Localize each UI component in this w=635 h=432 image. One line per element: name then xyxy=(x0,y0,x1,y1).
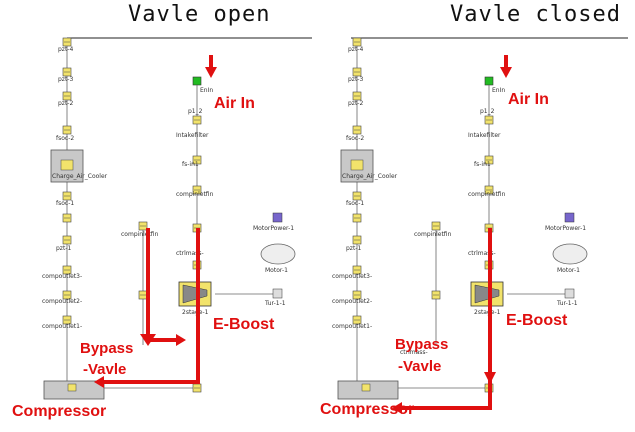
charge-air-cooler-icon xyxy=(60,159,74,171)
node-label: compoutlet1- xyxy=(332,323,372,330)
node-label: EnIn xyxy=(492,87,505,94)
motor-power-node xyxy=(564,212,575,223)
node-label: ctrlmass- xyxy=(176,250,204,257)
panel-open: pzt-4 pzt-3 pzt-2 fsoc-2 fsoc-1 pzt-1 co… xyxy=(12,37,312,420)
panel-closed-title: Vavle closed xyxy=(450,2,621,27)
motor xyxy=(552,243,588,265)
bypass-label-line1: Bypass xyxy=(80,340,133,357)
bypass-arrow-head-2 xyxy=(176,334,186,346)
motor-label: Motor-1 xyxy=(265,267,288,274)
compressor-label: Compressor xyxy=(12,403,106,420)
bypass-arrow-head xyxy=(140,334,156,346)
node-label: p1_2 xyxy=(188,108,203,115)
e-boost-label: E-Boost xyxy=(213,316,275,333)
node-label: fs-in1 xyxy=(474,161,491,168)
charge-air-cooler-icon xyxy=(350,159,364,171)
compressor-arrow-head xyxy=(392,402,402,414)
turbo-label: 2stage-1 xyxy=(474,309,501,316)
node-label: pzt-3 xyxy=(348,76,363,83)
node-label: p1_2 xyxy=(480,108,495,115)
node-label: pzt-3 xyxy=(58,76,73,83)
bypass-label-line1: Bypass xyxy=(395,336,448,353)
node-label: pzt-2 xyxy=(348,100,363,107)
node-label: ctrlmass- xyxy=(400,349,428,356)
node-label: pzt-1 xyxy=(56,245,71,252)
node-label: Intakefilter xyxy=(468,132,501,139)
node-label: Tur-1-1 xyxy=(264,300,286,307)
node-label: fsoc-2 xyxy=(346,135,364,142)
node-label: compoutlet1- xyxy=(42,323,82,330)
compressor-arrow-head xyxy=(94,376,104,388)
flow-arrow-head xyxy=(484,372,496,384)
node-label: pzt-2 xyxy=(58,100,73,107)
e-boost-label: E-Boost xyxy=(506,312,568,329)
air-in-arrow xyxy=(205,55,217,78)
motor-power-label: MotorPower-1 xyxy=(253,225,294,232)
flow-path xyxy=(400,228,492,410)
bypass-label-line2: -Vavle xyxy=(83,361,126,378)
node-label: fsoc-2 xyxy=(56,135,74,142)
node-label: pzt-4 xyxy=(348,46,363,53)
motor-label: Motor-1 xyxy=(557,267,580,274)
node-label: ctrlmass- xyxy=(468,250,496,257)
motor xyxy=(260,243,296,265)
air-in-label: Air In xyxy=(214,95,255,112)
turbo-label: 2stage-1 xyxy=(182,309,209,316)
bypass-label-line2: -Vavle xyxy=(398,358,441,375)
air-inlet-node xyxy=(484,76,494,86)
node-label: compoutlet3- xyxy=(332,273,372,280)
panel-open-title: Vavle open xyxy=(128,2,271,27)
air-inlet-node xyxy=(192,76,202,86)
cooler-label: Charge_Air_Cooler xyxy=(342,173,398,180)
air-in-arrow xyxy=(500,55,512,78)
flow-path xyxy=(102,228,200,384)
node-label: fsoc-1 xyxy=(56,200,74,207)
node-label: compoutlet3- xyxy=(42,273,82,280)
node-label: compinletfin xyxy=(414,231,452,238)
node-label: compinletfin xyxy=(176,191,214,198)
node-label: pzt-1 xyxy=(346,245,361,252)
node-label: compoutlet2- xyxy=(332,298,372,305)
node-label: Intakefilter xyxy=(176,132,209,139)
node-label: pzt-4 xyxy=(58,46,73,53)
panel-closed: pzt-4 pzt-3 pzt-2 fsoc-2 fsoc-1 pzt-1 co… xyxy=(320,37,628,418)
node-label: fs-in1 xyxy=(182,161,199,168)
node-label: compinletfin xyxy=(468,191,506,198)
node-label: compoutlet2- xyxy=(42,298,82,305)
motor-power-label: MotorPower-1 xyxy=(545,225,586,232)
cooler-label: Charge_Air_Cooler xyxy=(52,173,108,180)
node-label: compinletfin xyxy=(121,231,159,238)
node-label: Tur-1-1 xyxy=(556,300,578,307)
motor-power-node xyxy=(272,212,283,223)
compressor-label: Compressor xyxy=(320,401,414,418)
node-label: EnIn xyxy=(200,87,213,94)
node-label: fsoc-1 xyxy=(346,200,364,207)
air-in-label: Air In xyxy=(508,91,549,108)
